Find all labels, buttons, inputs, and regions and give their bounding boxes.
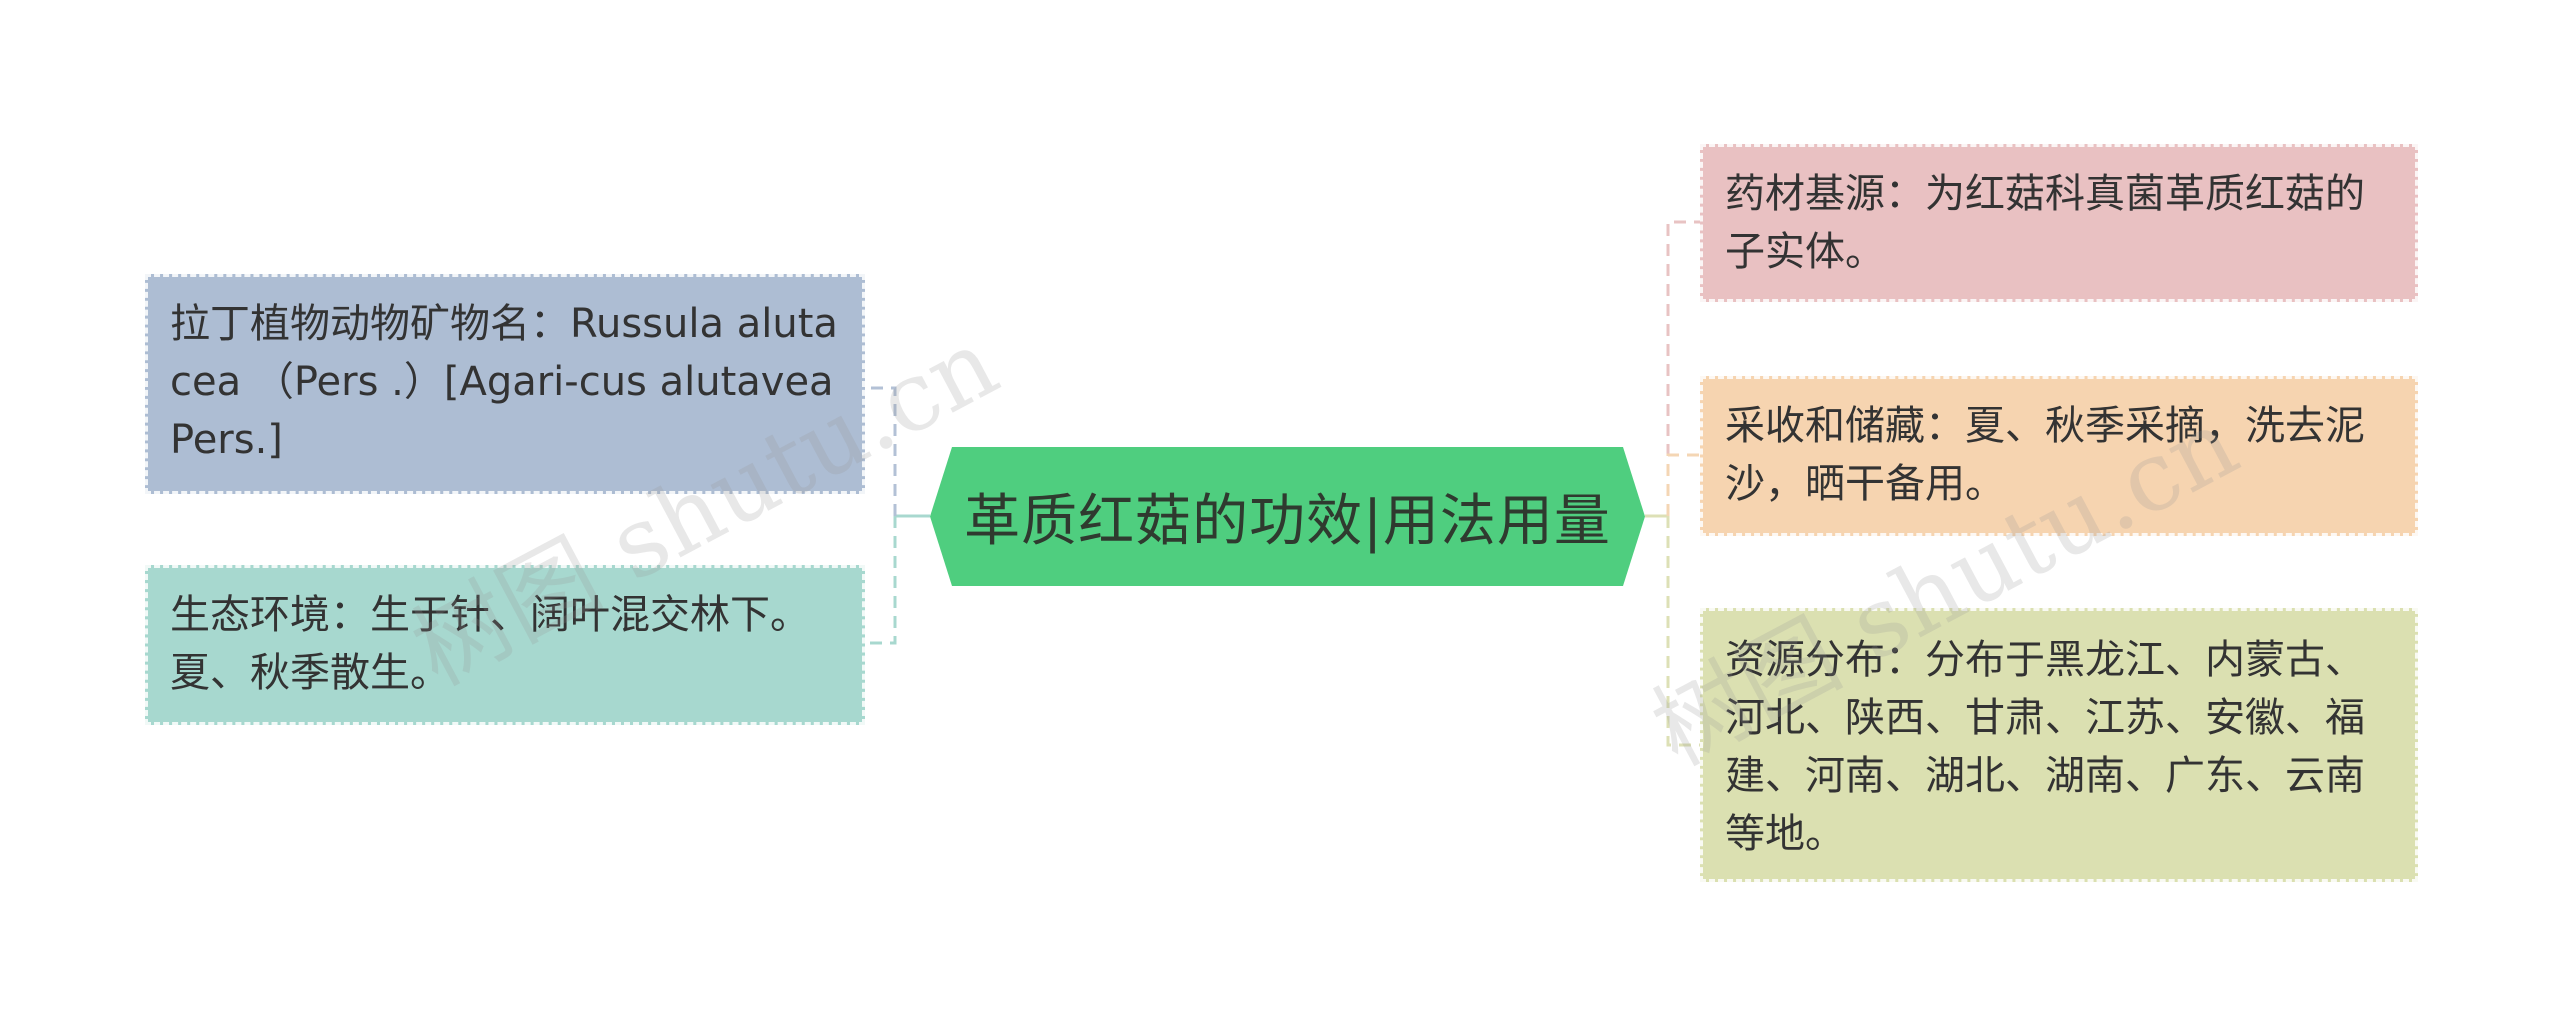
right-connector-2	[1666, 453, 1700, 516]
central-topic-node[interactable]: 革质红菇的功效|用法用量	[930, 447, 1645, 586]
left-connector-2	[865, 516, 897, 645]
branch-latin-name-text: 拉丁植物动物矿物名：Russula alutacea （Pers .）[Agar…	[170, 301, 838, 463]
branch-harvest-storage[interactable]: 采收和储藏：夏、秋季采摘，洗去泥沙，晒干备用。	[1700, 376, 2418, 536]
left-connector-1	[865, 386, 897, 516]
right-connector-3	[1666, 516, 1700, 747]
central-topic-shape	[930, 447, 1645, 586]
branch-source[interactable]: 药材基源：为红菇科真菌革质红菇的子实体。	[1700, 144, 2418, 302]
branch-distribution-text: 资源分布：分布于黑龙江、内蒙古、河北、陕西、甘肃、江苏、安徽、福建、河南、湖北、…	[1725, 637, 2365, 857]
branch-harvest-storage-text: 采收和储藏：夏、秋季采摘，洗去泥沙，晒干备用。	[1725, 403, 2365, 507]
branch-habitat-text: 生态环境：生于针、阔叶混交林下。夏、秋季散生。	[170, 592, 810, 696]
central-topic-label: 革质红菇的功效|用法用量	[964, 489, 1611, 554]
right-connector-1	[1666, 220, 1700, 516]
branch-latin-name[interactable]: 拉丁植物动物矿物名：Russula alutacea （Pers .）[Agar…	[145, 274, 865, 494]
branch-source-text: 药材基源：为红菇科真菌革质红菇的子实体。	[1725, 171, 2365, 275]
branch-distribution[interactable]: 资源分布：分布于黑龙江、内蒙古、河北、陕西、甘肃、江苏、安徽、福建、河南、湖北、…	[1700, 608, 2418, 882]
branch-habitat[interactable]: 生态环境：生于针、阔叶混交林下。夏、秋季散生。	[145, 565, 865, 725]
